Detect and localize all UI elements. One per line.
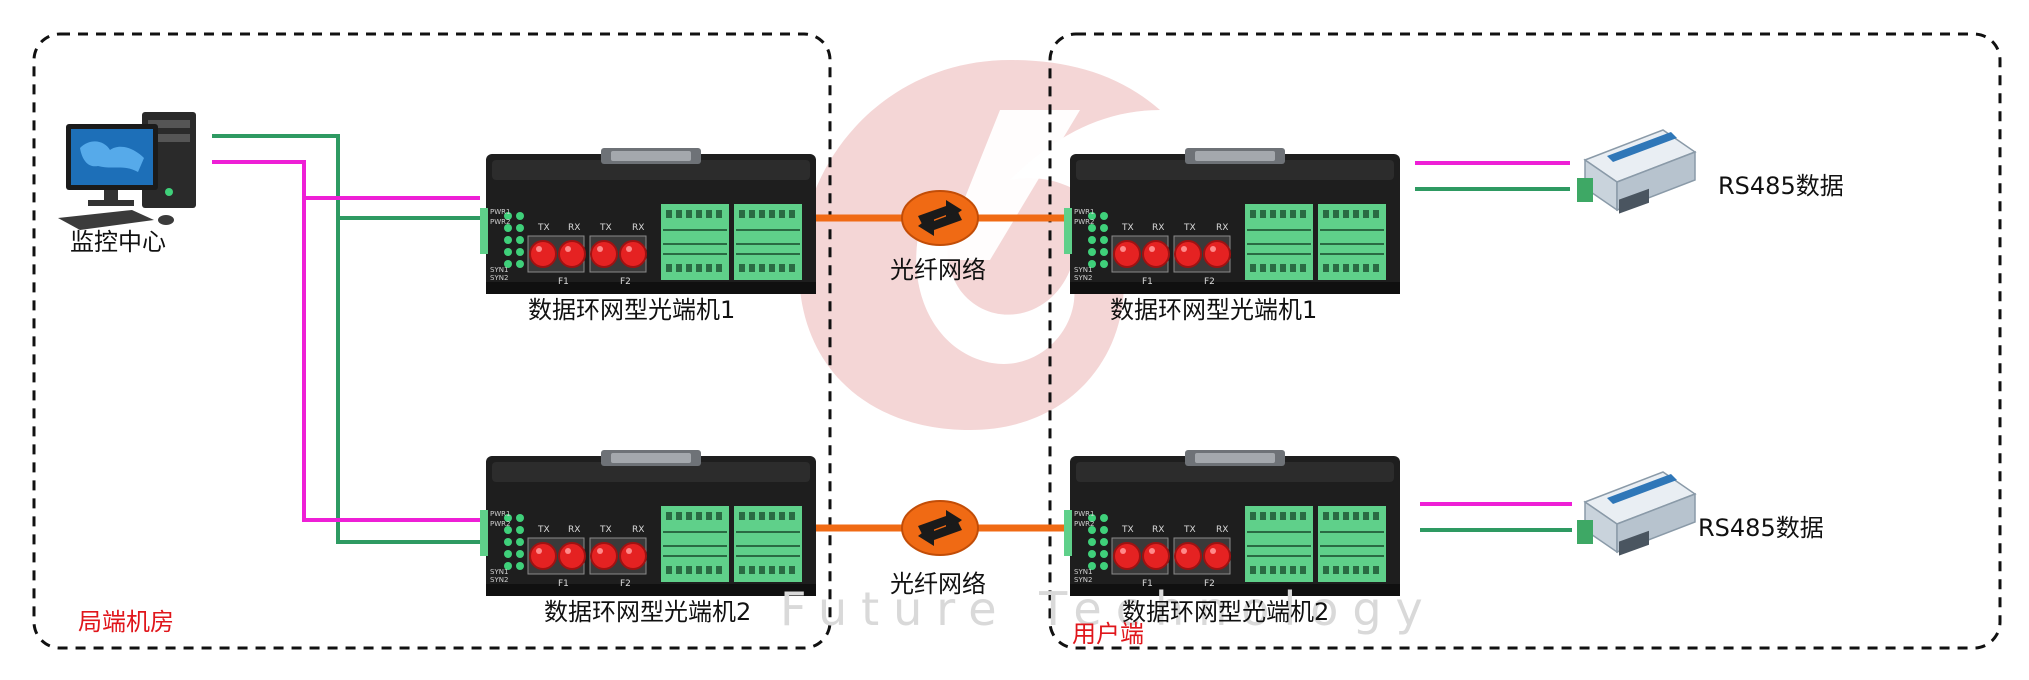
rs485-converter-icon — [1576, 129, 1696, 215]
watermark-text: Future Technology — [780, 582, 1437, 636]
rs485-label-1: RS485数据 — [1718, 172, 1844, 200]
local-region-label: 局端机房 — [78, 608, 174, 636]
rs485-lines — [1415, 161, 1572, 532]
user-region-label: 用户端 — [1072, 620, 1144, 648]
local-device-2 — [479, 449, 817, 597]
fiber-network-icon — [901, 500, 979, 556]
rs485-label-2: RS485数据 — [1698, 514, 1824, 542]
local-cables — [212, 134, 480, 544]
monitor-center-label: 监控中心 — [70, 228, 166, 256]
remote-device-1 — [1063, 147, 1401, 295]
local-device-2-label: 数据环网型光端机2 — [544, 598, 752, 626]
rs485-converter-icon — [1576, 471, 1696, 557]
remote-device-1-label: 数据环网型光端机1 — [1110, 296, 1318, 324]
local-region-border — [32, 32, 832, 650]
local-device-1-label: 数据环网型光端机1 — [528, 296, 736, 324]
remote-device-2-label: 数据环网型光端机2 — [1122, 598, 1330, 626]
computer-icon — [58, 112, 196, 230]
local-device-1 — [479, 147, 817, 295]
user-region-border — [1048, 32, 2002, 650]
fiber-network-label-2: 光纤网络 — [890, 570, 986, 598]
remote-device-2 — [1063, 449, 1401, 597]
fiber-network-icon — [901, 190, 979, 246]
fiber-network-label-1: 光纤网络 — [890, 256, 986, 284]
